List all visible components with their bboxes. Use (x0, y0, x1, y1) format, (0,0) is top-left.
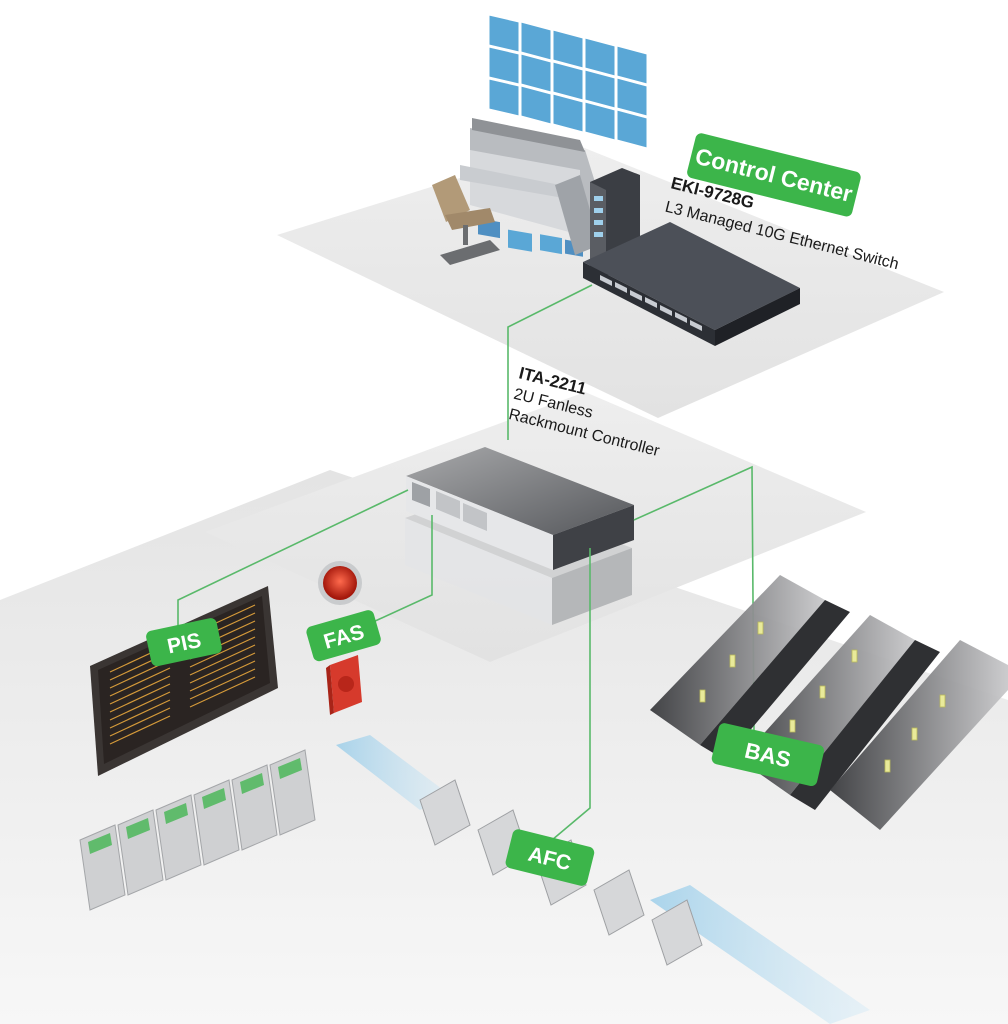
ticket-machines (79, 749, 316, 911)
bas-tag: BAS (711, 723, 825, 787)
control-console-icon (460, 118, 610, 257)
pis-tag: PIS (146, 618, 222, 667)
link-switch-controller (507, 284, 593, 440)
ticket-machine-icon (79, 749, 316, 911)
alarm-bell-icon (326, 655, 362, 715)
ethernet-switch-icon (583, 222, 800, 346)
video-wall-icon (488, 14, 648, 149)
link-controller-fas (359, 515, 433, 629)
fire-alarm-icon (318, 561, 362, 605)
link-controller-afc (551, 548, 591, 841)
fas-tag: FAS (306, 610, 381, 662)
afc-tag: AFC (505, 829, 595, 886)
office-chair-icon (432, 175, 500, 265)
rackmount-controller-icon (405, 447, 634, 625)
